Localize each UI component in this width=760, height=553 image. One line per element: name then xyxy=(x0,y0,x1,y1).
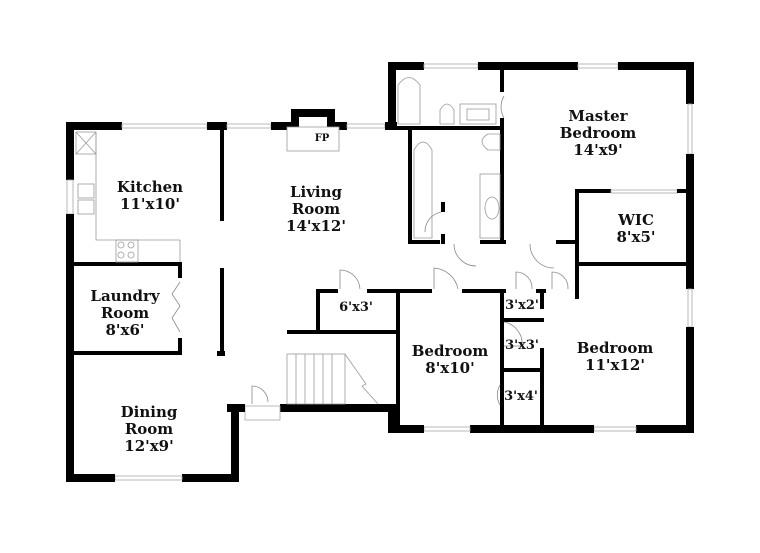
room-label-dining: Dining Room 12'x9' xyxy=(121,404,178,455)
kitchen-fixtures xyxy=(75,131,181,263)
room-size: 3'x4' xyxy=(504,389,538,404)
stairs xyxy=(286,353,379,405)
room-name: Kitchen xyxy=(116,178,184,196)
room-label-wic: WIC 8'x5' xyxy=(616,212,655,246)
room-size: 11'x12' xyxy=(585,356,645,374)
room-label-master-bedroom: Master Bedroom 14'x9' xyxy=(560,108,637,159)
fireplace-label: FP xyxy=(315,134,330,144)
fireplace-hearth xyxy=(286,126,340,152)
room-name: WIC xyxy=(618,211,654,229)
room-name-line1: Dining xyxy=(120,403,178,421)
room-size: 14'x9' xyxy=(573,141,623,159)
room-name-line1: Living xyxy=(289,183,343,201)
room-size: 11'x10' xyxy=(120,195,180,213)
room-size: 6'x3' xyxy=(339,300,373,315)
room-name-line2: Bedroom xyxy=(559,124,637,142)
room-label-kitchen: Kitchen 11'x10' xyxy=(117,179,183,213)
room-label-laundry: Laundry Room 8'x6' xyxy=(90,288,159,339)
room-name-line2: Room xyxy=(291,200,341,218)
room-name: Bedroom xyxy=(411,342,489,360)
room-size: 8'x10' xyxy=(425,359,475,377)
room-name-line2: Room xyxy=(100,304,150,322)
room-label-closet-a: 3'x2' xyxy=(505,299,539,313)
room-name: Bedroom xyxy=(576,339,654,357)
room-size: 3'x2' xyxy=(505,298,539,313)
room-name-line1: Laundry xyxy=(90,287,160,305)
room-size: 3'x3' xyxy=(505,338,539,353)
room-size: 12'x9' xyxy=(124,437,174,455)
room-label-closet-b: 3'x3' xyxy=(505,339,539,353)
room-name-line1: Master xyxy=(568,107,628,125)
room-label-bedroom-3: Bedroom 11'x12' xyxy=(577,340,654,374)
room-label-bedroom-2: Bedroom 8'x10' xyxy=(412,343,489,377)
room-label-hall-closet: 6'x3' xyxy=(339,301,373,315)
laundry-bifold-door[interactable] xyxy=(171,281,181,333)
room-size: 8'x5' xyxy=(616,228,656,246)
room-label-living: Living Room 14'x12' xyxy=(286,184,346,235)
fireplace-text: FP xyxy=(314,133,330,144)
exterior-walls xyxy=(66,62,694,482)
doors[interactable] xyxy=(251,95,569,406)
room-size: 14'x12' xyxy=(286,217,346,235)
bath-fixtures xyxy=(397,77,501,239)
room-size: 8'x6' xyxy=(105,321,145,339)
room-label-closet-c: 3'x4' xyxy=(504,390,538,404)
room-name-line2: Room xyxy=(124,420,174,438)
interior-walls xyxy=(74,70,689,433)
